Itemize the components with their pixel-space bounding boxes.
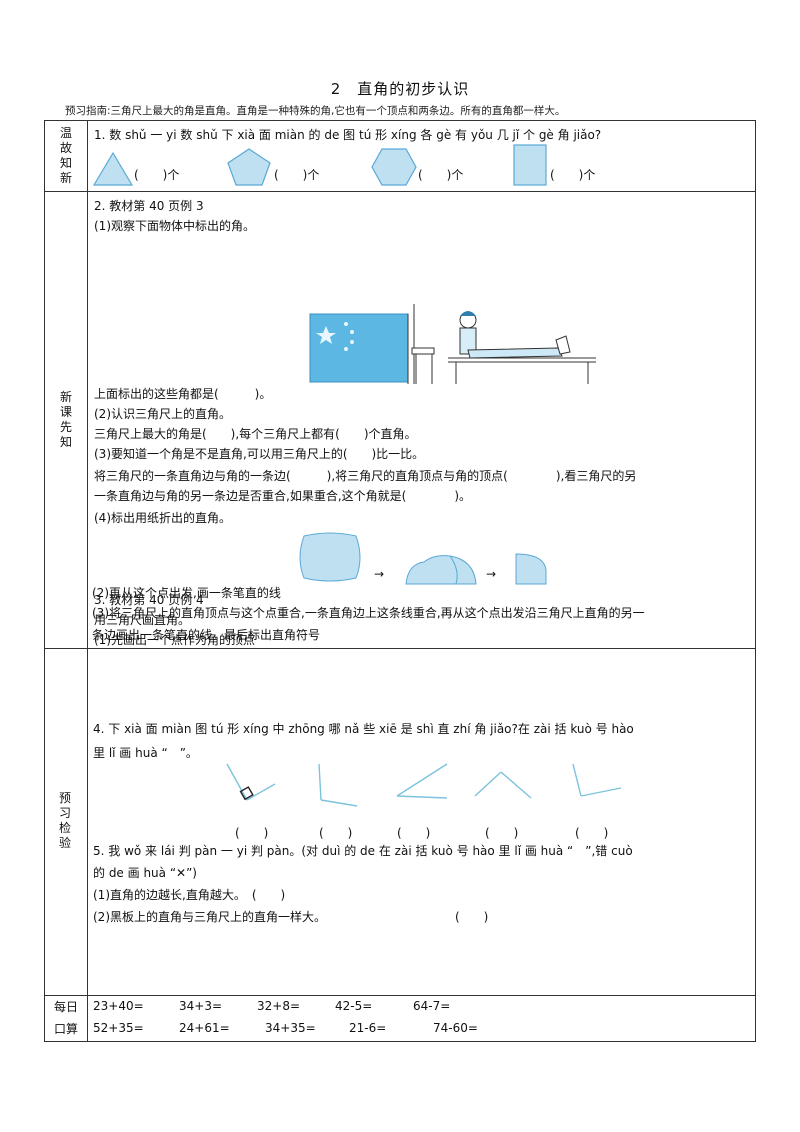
shape-triangle bbox=[92, 151, 134, 186]
review-cell: 1. 数 shǔ 一 yi 数 shǔ 下 xià 面 miàn 的 de 图 … bbox=[87, 120, 756, 192]
oral-2-1: 52+35= bbox=[93, 1021, 144, 1035]
new-lesson-cell: 2. 教材第 40 页例 3 (1)观察下面物体中标出的角。 bbox=[87, 191, 756, 649]
oral-2-3: 34+35= bbox=[265, 1021, 316, 1035]
shape-hexagon bbox=[371, 148, 417, 186]
blank-rectangle[interactable]: ( )个 bbox=[550, 168, 596, 182]
oral-1-3: 32+8= bbox=[257, 999, 301, 1013]
shape-pentagon bbox=[227, 148, 271, 186]
blank-pentagon[interactable]: ( )个 bbox=[274, 168, 320, 182]
step-1-text: (1)先画出一个点作为角的顶点 bbox=[94, 633, 255, 647]
triangle-ruler-heading: (2)认识三角尺上的直角。 bbox=[94, 407, 231, 421]
arrow-2: → bbox=[486, 567, 497, 581]
worksheet-table: 温故知新 1. 数 shǔ 一 yi 数 shǔ 下 xià 面 miàn 的 … bbox=[44, 120, 756, 649]
observe-text: (1)观察下面物体中标出的角。 bbox=[94, 219, 255, 233]
paper-round-shape bbox=[299, 532, 361, 582]
example-3-heading: 2. 教材第 40 页例 3 bbox=[94, 199, 204, 213]
answer-angle-2[interactable]: ( ) bbox=[319, 826, 353, 840]
check-section: 预习检验 4. 下 xià 面 miàn 图 tú 形 xíng 中 zhōng… bbox=[44, 646, 756, 996]
answer-angle-4[interactable]: ( ) bbox=[485, 826, 519, 840]
oral-1-1: 23+40= bbox=[93, 999, 144, 1013]
arrow-1: → bbox=[374, 567, 385, 581]
flag-boy-illustration bbox=[309, 304, 596, 384]
side-label-oral: 每日口算 bbox=[45, 996, 88, 1041]
answer-angle-3[interactable]: ( ) bbox=[397, 826, 431, 840]
page-title: 2 直角的初步认识 bbox=[330, 80, 470, 98]
judge-answer-2[interactable]: ( ) bbox=[455, 910, 489, 924]
step-2-text: (2)再从这个点出发,画一条笔直的线 bbox=[92, 586, 281, 600]
question-5-line-2: 的 de 画 huà “✕”) bbox=[93, 866, 197, 880]
oral-1-2: 34+3= bbox=[179, 999, 223, 1013]
question-4-line-2: 里 lǐ 画 huà “ ”。 bbox=[93, 746, 198, 760]
step-3-text-1: (3)将三角尺上的直角顶点与这个点重合,一条直角边上这条线重合,再从这个点出发沿… bbox=[92, 606, 645, 620]
paper-right-angle-shape bbox=[515, 553, 547, 585]
judge-item-1: (1)直角的边越长,直角越大。 ( ) bbox=[93, 888, 286, 902]
side-label-check: 预习检验 bbox=[45, 646, 88, 995]
compare-text: (3)要知道一个角是不是直角,可以用三角尺上的( )比一比。 bbox=[94, 447, 425, 461]
method-text-2: 一条直角边与角的另一条边是否重合,如果重合,这个角就是( )。 bbox=[94, 489, 471, 503]
draw-angle-text: 用三角尺画直角。 bbox=[94, 613, 191, 627]
question-4-line-1: 4. 下 xià 面 miàn 图 tú 形 xíng 中 zhōng 哪 nǎ… bbox=[93, 722, 634, 736]
fold-paper-text: (4)标出用纸折出的直角。 bbox=[94, 511, 231, 525]
question-1: 1. 数 shǔ 一 yi 数 shǔ 下 xià 面 miàn 的 de 图 … bbox=[94, 128, 602, 142]
answer-angle-1[interactable]: ( ) bbox=[235, 826, 269, 840]
example-4-heading: 3. 教材第 40 页例 4 bbox=[94, 593, 204, 607]
oral-2-2: 24+61= bbox=[179, 1021, 230, 1035]
oral-1-4: 42-5= bbox=[335, 999, 373, 1013]
side-label-new: 新课先知 bbox=[44, 191, 88, 649]
blank-triangle[interactable]: ( )个 bbox=[134, 168, 180, 182]
oral-2-5: 74-60= bbox=[433, 1021, 478, 1035]
method-text-1: 将三角尺的一条直角边与角的一条边( ),将三角尺的直角顶点与角的顶点( ),看三… bbox=[94, 469, 637, 483]
blank-hexagon[interactable]: ( )个 bbox=[418, 168, 464, 182]
paper-folded-shape bbox=[405, 555, 477, 585]
side-label-review: 温故知新 bbox=[44, 120, 88, 192]
oral-1-5: 64-7= bbox=[413, 999, 451, 1013]
step-3-text-2: 条边画出一条笔直的线。最后标出直角符号 bbox=[92, 628, 321, 642]
preview-guide: 预习指南:三角尺上最大的角是直角。直角是一种特殊的角,它也有一个顶点和两条边。所… bbox=[65, 105, 566, 117]
oral-section: 每日口算 23+40= 34+3= 32+8= 42-5= 64-7= 52+3… bbox=[44, 996, 756, 1042]
answer-angle-5[interactable]: ( ) bbox=[575, 826, 609, 840]
question-5-line-1: 5. 我 wǒ 来 lái 判 pàn 一 yi 判 pàn。(对 duì 的 … bbox=[93, 844, 633, 858]
shape-rectangle bbox=[513, 144, 547, 186]
judge-item-2: (2)黑板上的直角与三角尺上的直角一样大。 bbox=[93, 910, 326, 924]
angle-figures bbox=[226, 763, 622, 807]
largest-angle-text: 三角尺上最大的角是( ),每个三角尺上都有( )个直角。 bbox=[94, 427, 417, 441]
oral-2-4: 21-6= bbox=[349, 1021, 387, 1035]
angles-question: 上面标出的这些角都是( )。 bbox=[94, 387, 272, 401]
